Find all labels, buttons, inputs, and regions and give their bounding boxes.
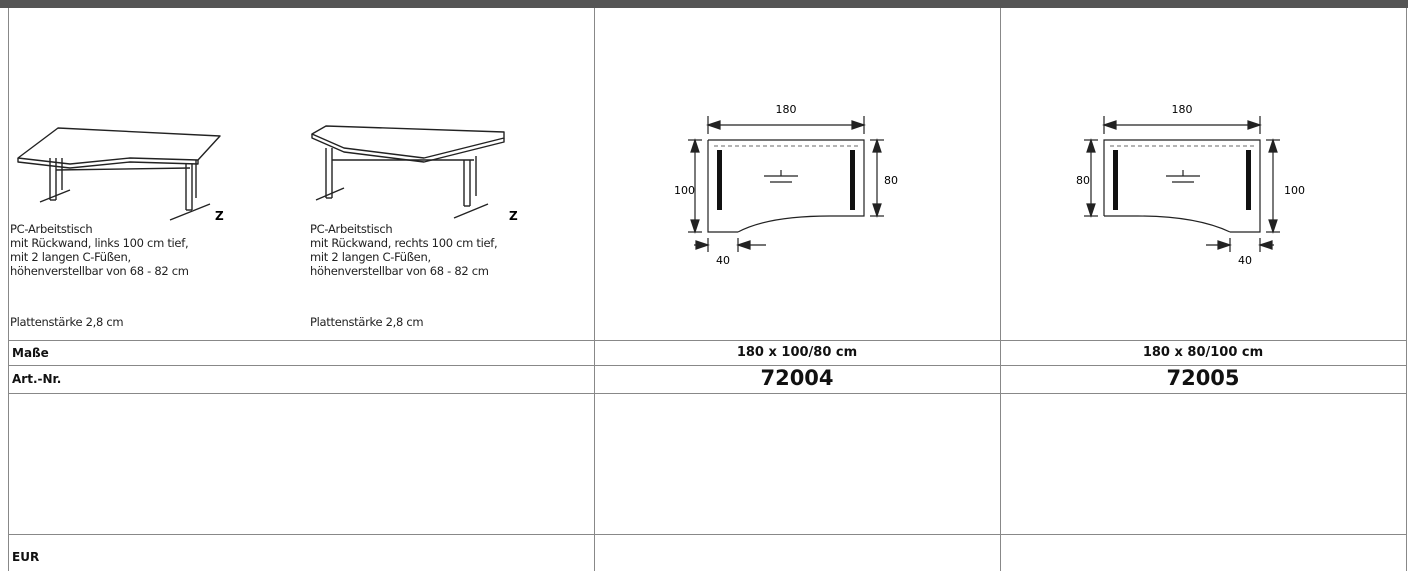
dimension-width: 180: [1172, 103, 1193, 116]
description-line: mit Rückwand, rechts 100 cm tief,: [310, 236, 498, 250]
row-divider-artnr: [8, 365, 1407, 366]
article-number-72004: 72004: [760, 366, 834, 390]
description-line: mit 2 langen C-Füßen,: [310, 250, 431, 264]
table-border-left: [8, 8, 9, 571]
column-divider-1: [594, 8, 595, 571]
dimension-diagram-72004: 180 100 80 40: [674, 103, 898, 267]
column-divider-2: [1000, 8, 1001, 571]
dimension-cut: 40: [716, 254, 730, 267]
description-line: mit 2 langen C-Füßen,: [10, 250, 131, 264]
product-table: Z Z PC-Arbeitstisch mit Rückwand, links …: [8, 8, 1407, 571]
description-line: höhenverstellbar von 68 - 82 cm: [10, 264, 189, 278]
dimension-right-depth: 80: [884, 174, 898, 187]
product-marker-left: Z: [215, 209, 224, 223]
desk-illustration-right: Z: [311, 125, 518, 223]
dimension-right-depth: 100: [1284, 184, 1305, 197]
row-divider-eur: [8, 534, 1407, 535]
article-number-72005: 72005: [1166, 366, 1240, 390]
row-label-artnr: Art.-Nr.: [12, 372, 62, 386]
product-thickness-left: Plattenstärke 2,8 cm: [10, 315, 124, 329]
top-bar: [0, 0, 1408, 8]
row-label-eur: EUR: [12, 550, 40, 564]
description-line: PC-Arbeitstisch: [310, 222, 393, 236]
product-marker-right: Z: [509, 209, 518, 223]
description-line: höhenverstellbar von 68 - 82 cm: [310, 264, 489, 278]
product-description-left: PC-Arbeitstisch mit Rückwand, links 100 …: [10, 222, 189, 278]
row-divider-empty: [8, 393, 1407, 394]
row-divider-masse: [8, 340, 1407, 341]
desk-illustration-left: Z: [17, 127, 224, 223]
description-line: PC-Arbeitstisch: [10, 222, 93, 236]
dimension-width: 180: [776, 103, 797, 116]
dimension-left-depth: 100: [674, 184, 695, 197]
masse-value-72004: 180 x 100/80 cm: [736, 345, 858, 360]
product-description-right: PC-Arbeitstisch mit Rückwand, rechts 100…: [310, 222, 498, 278]
table-border-right: [1406, 8, 1407, 571]
description-line: mit Rückwand, links 100 cm tief,: [10, 236, 189, 250]
masse-value-72005: 180 x 80/100 cm: [1142, 345, 1264, 360]
dimension-left-depth: 80: [1076, 174, 1090, 187]
row-label-masse: Maße: [12, 346, 49, 360]
dimension-cut: 40: [1238, 254, 1252, 267]
product-thickness-right: Plattenstärke 2,8 cm: [310, 315, 424, 329]
dimension-diagram-72005: 180 80 100 40: [1076, 103, 1305, 267]
